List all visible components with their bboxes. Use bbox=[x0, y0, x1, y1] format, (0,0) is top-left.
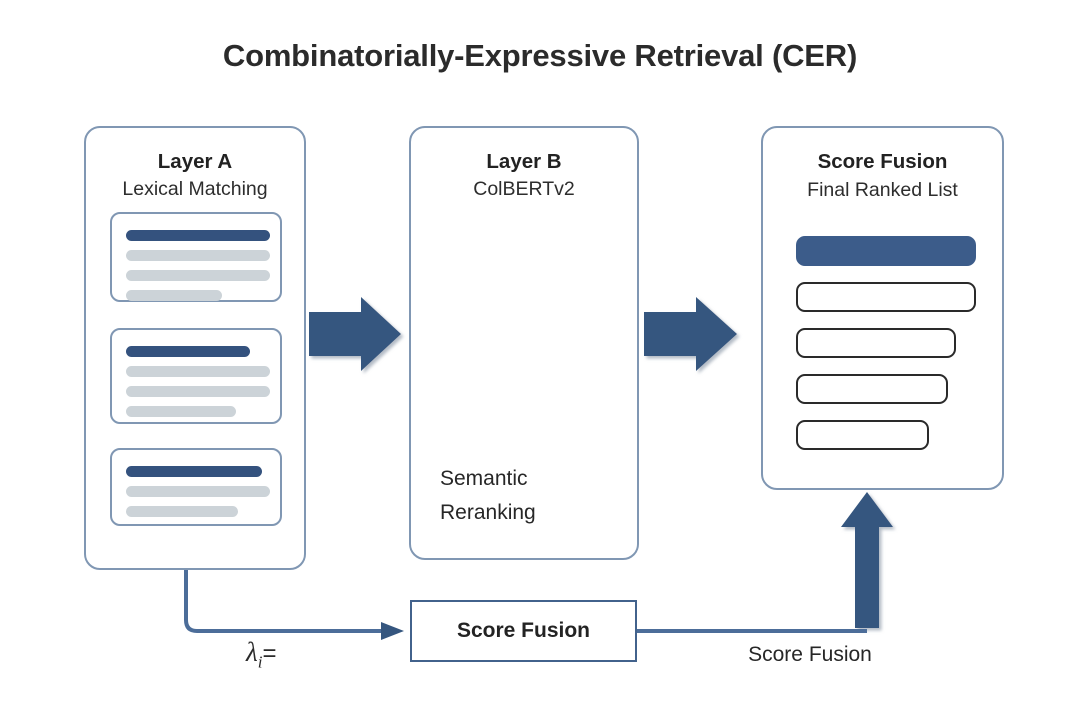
arrow-layer-b-to-score-fusion bbox=[644, 297, 737, 371]
score-fusion-box-label: Score Fusion bbox=[456, 619, 591, 642]
connector-layer-a-to-fusion-box bbox=[184, 570, 404, 640]
panel-score-fusion-subheading: Final Ranked List bbox=[807, 179, 958, 201]
card-text-bar bbox=[126, 250, 270, 261]
arrow-up-to-score-fusion bbox=[841, 492, 893, 628]
card-text-bar bbox=[126, 486, 270, 497]
semantic-caption-line-2: Reranking bbox=[440, 501, 536, 524]
page-title: Combinatorially-Expressive Retrieval (CE… bbox=[222, 38, 858, 73]
ranked-item[interactable] bbox=[796, 374, 948, 404]
card-text-bar bbox=[126, 406, 236, 417]
panel-layer-b-heading: Layer B bbox=[486, 150, 562, 173]
ranked-item[interactable] bbox=[796, 420, 929, 450]
lambda-weight-label: λi= bbox=[246, 637, 276, 672]
document-card[interactable] bbox=[110, 328, 282, 424]
panel-layer-a-heading: Layer A bbox=[157, 150, 233, 173]
lambda-equals: = bbox=[262, 640, 277, 667]
semantic-reranking-caption: Semantic Reranking bbox=[440, 462, 630, 530]
ranked-item-top[interactable] bbox=[796, 236, 976, 266]
bottom-score-fusion-caption: Score Fusion bbox=[748, 643, 872, 666]
lambda-symbol: λ bbox=[246, 637, 258, 667]
panel-layer-a[interactable]: Layer A Lexical Matching bbox=[84, 126, 306, 570]
panel-score-fusion-heading: Score Fusion bbox=[817, 150, 948, 173]
document-card[interactable] bbox=[110, 448, 282, 526]
panel-layer-a-subheading: Lexical Matching bbox=[122, 178, 268, 200]
ranked-item[interactable] bbox=[796, 282, 976, 312]
arrow-layer-a-to-layer-b bbox=[309, 297, 401, 371]
semantic-caption-line-1: Semantic bbox=[440, 467, 528, 490]
card-text-bar bbox=[126, 506, 238, 517]
lambda-subscript: i bbox=[257, 652, 263, 672]
card-title-bar bbox=[126, 230, 270, 241]
card-text-bar bbox=[126, 270, 270, 281]
panel-layer-b-subheading: ColBERTv2 bbox=[473, 178, 575, 200]
panel-layer-b[interactable]: Layer B ColBERTv2 bbox=[409, 126, 639, 560]
card-title-bar bbox=[126, 346, 250, 357]
panel-score-fusion[interactable]: Score Fusion Final Ranked List bbox=[761, 126, 1004, 490]
document-card[interactable] bbox=[110, 212, 282, 302]
connector-layer-b-rail bbox=[524, 560, 1080, 583]
card-text-bar bbox=[126, 290, 222, 301]
card-text-bar bbox=[126, 366, 270, 377]
ranked-item[interactable] bbox=[796, 328, 956, 358]
card-text-bar bbox=[126, 386, 270, 397]
card-title-bar bbox=[126, 466, 262, 477]
score-fusion-box[interactable]: Score Fusion bbox=[410, 600, 637, 662]
